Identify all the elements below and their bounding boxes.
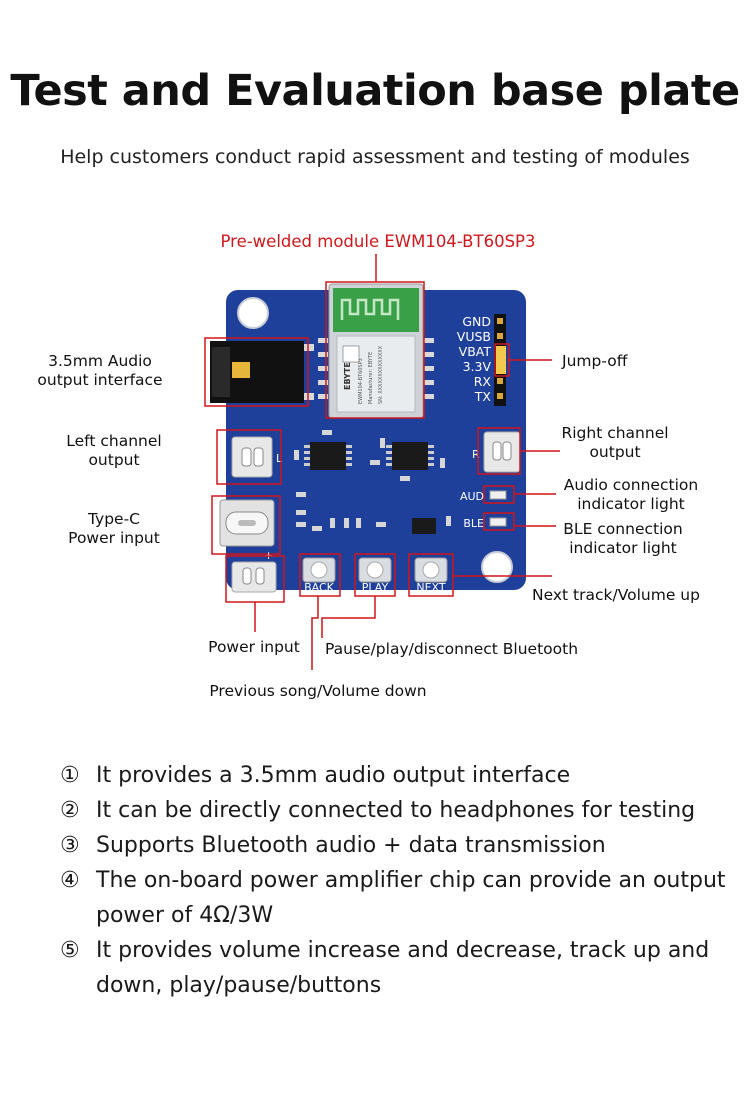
next-button[interactable]	[414, 557, 448, 583]
list-item-number: ③	[60, 833, 80, 858]
silk-ble: BLE	[463, 517, 484, 530]
callout-typec-1: Type-C	[87, 510, 140, 528]
highlight-ble-led	[483, 512, 515, 531]
callout-audio-jack-2: output interface	[37, 371, 162, 389]
callout-left-channel-1: Left channel	[66, 432, 161, 450]
play-button-label: PLAY	[362, 581, 389, 594]
highlight-typec	[211, 495, 281, 555]
amplifier-ic	[304, 442, 352, 470]
callout-play: Pause/play/disconnect Bluetooth	[325, 640, 578, 658]
small-ic	[412, 518, 436, 534]
module-pads	[318, 338, 434, 399]
highlight-module	[325, 281, 425, 419]
bt-module: EBYTE EWM104-BT60SP3 Manufacturer: EBYTE…	[328, 283, 424, 419]
next-button-label: NEXT	[416, 581, 446, 594]
page-subtitle: Help customers conduct rapid assessment …	[60, 146, 690, 168]
list-item-number: ①	[60, 763, 80, 788]
pin-label-rx: RX	[474, 374, 492, 389]
audio-jack	[210, 341, 314, 403]
list-item: ④ The on-board power amplifier chip can p…	[60, 863, 740, 933]
pin-label-3v3: 3.3V	[463, 359, 492, 374]
callout-module: Pre-welded module EWM104-BT60SP3	[221, 232, 536, 251]
highlight-left-channel	[216, 429, 282, 485]
page-title: Test and Evaluation base plate	[10, 66, 740, 116]
callout-ble-light-1: BLE connection	[563, 520, 682, 538]
pin-header	[494, 314, 506, 406]
callout-ble-light-2: indicator light	[569, 539, 677, 557]
callout-aud-light-2: indicator light	[577, 495, 685, 513]
svg-text:EWM104-BT60SP3: EWM104-BT60SP3	[358, 358, 364, 404]
callout-power-input: Power input	[208, 638, 300, 656]
left-channel-terminal	[231, 436, 273, 478]
highlight-next	[408, 553, 454, 597]
list-item-text: Supports Bluetooth audio + data transmis…	[96, 833, 606, 858]
power-terminal	[231, 561, 277, 593]
list-item-text: It can be directly connected to headphon…	[96, 798, 696, 823]
callout-right-channel-1: Right channel	[561, 424, 668, 442]
callout-right-channel-2: output	[589, 443, 640, 461]
svg-text:EBYTE: EBYTE	[343, 362, 352, 390]
list-item-number: ⑤	[60, 938, 80, 963]
silk-l: L	[276, 452, 283, 465]
highlight-audio-jack	[204, 337, 309, 407]
silk-r: R	[472, 448, 480, 461]
list-item: ③ Supports Bluetooth audio + data transmi…	[60, 828, 740, 863]
highlight-back	[299, 553, 341, 597]
feature-list: ① It provides a 3.5mm audio output interf…	[60, 758, 740, 1003]
silk-aud: AUD	[460, 490, 484, 503]
svg-text:Manufacturer: EBYTE: Manufacturer: EBYTE	[368, 352, 374, 404]
smd-components	[294, 430, 451, 531]
led-ble	[489, 517, 507, 527]
pin-label-tx: TX	[474, 389, 492, 404]
back-button[interactable]	[302, 557, 336, 583]
list-item-text: It provides volume increase and decrease…	[96, 938, 710, 998]
list-item-text: It provides a 3.5mm audio output interfa…	[96, 763, 571, 788]
list-item: ② It can be directly connected to headpho…	[60, 793, 740, 828]
callout-audio-jack-1: 3.5mm Audio	[48, 352, 152, 370]
mount-hole	[481, 551, 513, 583]
pin-label-gnd: GND	[462, 314, 491, 329]
callout-next: Next track/Volume up	[532, 586, 700, 604]
callout-left-channel-2: output	[88, 451, 139, 469]
pin-label-vusb: VUSB	[457, 329, 491, 344]
callout-back: Previous song/Volume down	[209, 682, 426, 700]
list-item-text: The on-board power amplifier chip can pr…	[96, 868, 726, 928]
typec-port	[219, 499, 275, 547]
callout-aud-light-1: Audio connection	[564, 476, 698, 494]
list-item-number: ②	[60, 798, 80, 823]
board-diagram: Pre-welded module EWM104-BT60SP3 EBYTE E…	[37, 232, 700, 700]
led-aud	[489, 490, 507, 500]
mount-hole	[237, 297, 269, 329]
right-channel-terminal	[483, 431, 521, 473]
pin-label-vbat: VBAT	[459, 344, 492, 359]
back-button-label: BACK	[304, 581, 335, 594]
amplifier-ic	[386, 442, 434, 470]
callout-jump-off: Jump-off	[561, 352, 628, 370]
list-item: ① It provides a 3.5mm audio output interf…	[60, 758, 740, 793]
svg-text:SN: XXXXXXXXXXXXXX: SN: XXXXXXXXXXXXXX	[378, 345, 384, 404]
callout-typec-2: Power input	[68, 529, 160, 547]
list-item-number: ④	[60, 868, 80, 893]
play-button[interactable]	[358, 557, 392, 583]
list-item: ⑤ It provides volume increase and decreas…	[60, 933, 740, 1003]
